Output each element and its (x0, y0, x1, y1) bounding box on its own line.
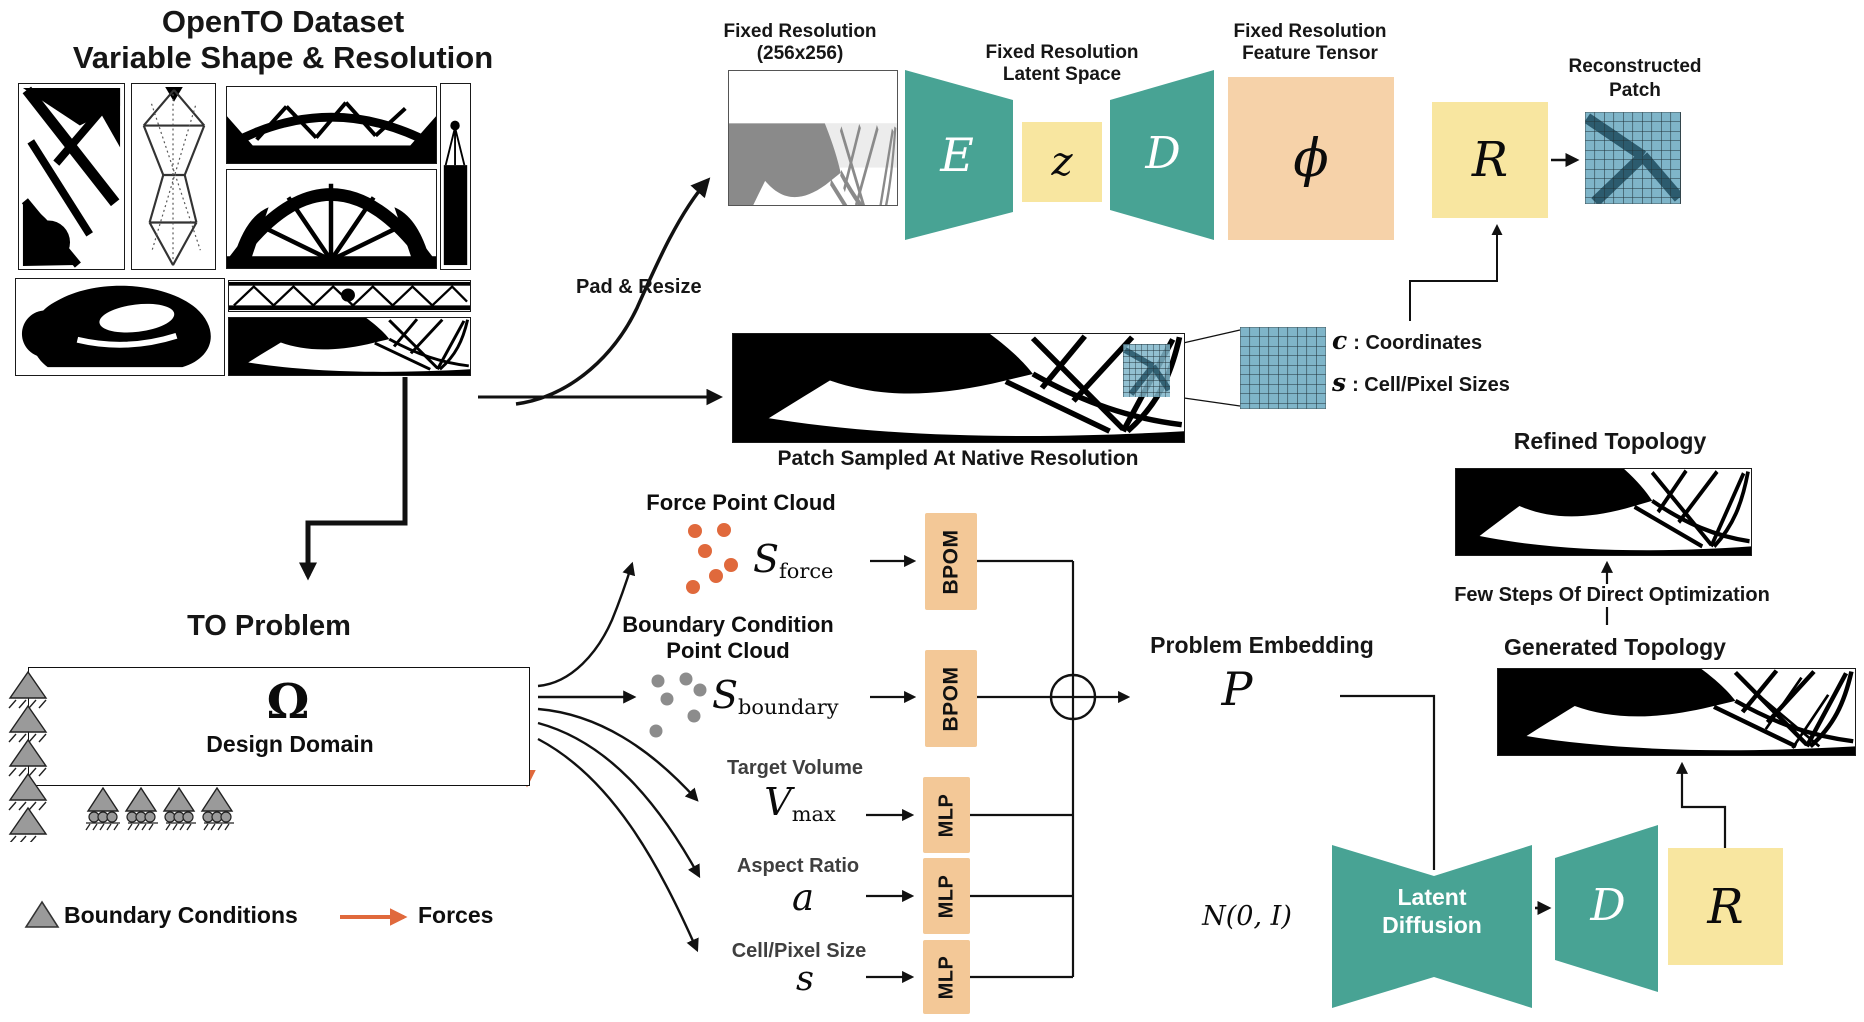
fixed-res-label-line1: Fixed Resolution (723, 21, 877, 42)
cell-sizes-symbol: s (1332, 368, 1347, 397)
boundary-point-cloud-icon (649, 672, 707, 738)
fixed-res-label-line2: (256x256) (756, 43, 844, 64)
arrow-to-cell-size (537, 737, 699, 953)
coordinates-symbol: c (1332, 326, 1348, 355)
to-problem-title: TO Problem (187, 610, 351, 642)
dataset-sample-8 (228, 317, 471, 376)
feature-tensor-block: ϕ (1228, 77, 1394, 240)
mlp-block-cell: MLP (923, 940, 970, 1014)
dataset-sample-7 (228, 280, 471, 312)
encoder-symbol: E (940, 128, 974, 182)
latent-space-label-line2: Latent Space (1002, 64, 1122, 85)
omega-symbol: Ω (266, 674, 310, 730)
patch-zoom-grid (1239, 326, 1327, 410)
pad-resize-label: Pad & Resize (576, 276, 702, 298)
arrow-to-aspect-ratio (537, 721, 701, 879)
legend-bc-triangle-icon (24, 900, 60, 928)
problem-embedding-symbol: P (1221, 662, 1253, 716)
bpom-block-force: BPOM (925, 513, 977, 610)
force-point-cloud-icon (686, 523, 738, 594)
dataset-sample-3 (226, 86, 437, 164)
coordinates-annotation: c : Coordinates (1332, 328, 1482, 355)
decoder-block-top (1110, 70, 1214, 240)
latent-space-label-line1: Fixed Resolution (985, 42, 1139, 63)
cell-size-label: Cell/Pixel Size (731, 940, 867, 962)
cell-sizes-label: : Cell/Pixel Sizes (1352, 374, 1510, 396)
dataset-sample-1 (18, 83, 125, 270)
boundary-cloud-label-line2: Point Cloud (666, 638, 790, 663)
latent-diffusion-label-line1: Latent (1397, 884, 1467, 910)
render-block-bottom: R (1668, 848, 1783, 965)
cell-sizes-annotation: s : Cell/Pixel Sizes (1332, 370, 1510, 397)
legend-bc-label: Boundary Conditions (64, 902, 298, 928)
reconstructed-label-line1: Reconstructed (1568, 56, 1702, 77)
feature-symbol: ϕ (1293, 128, 1329, 189)
boundary-cloud-label-line1: Boundary Condition (622, 612, 834, 637)
noise-symbol: N(0, I) (1202, 901, 1292, 932)
dataset-sample-6 (15, 278, 225, 376)
mlp-block-volume: MLP (923, 777, 970, 853)
coordinates-label: : Coordinates (1353, 332, 1483, 354)
feature-tensor-label-line2: Feature Tensor (1242, 43, 1378, 64)
dataset-subtitle: Variable Shape & Resolution (72, 40, 494, 75)
mlp-block-aspect: MLP (923, 858, 970, 934)
line-p-to-diffusion (1340, 694, 1436, 870)
roller-supports-icon (85, 787, 234, 831)
bpom-block-boundary: BPOM (925, 650, 977, 747)
latent-z-block: z (1022, 122, 1102, 202)
dataset-title: OpenTO Dataset (161, 4, 405, 39)
design-domain-label: Design Domain (206, 731, 374, 757)
s-boundary-symbol: Sboundary (712, 673, 839, 719)
few-steps-label: Few Steps Of Direct Optimization (1449, 584, 1775, 607)
decoder-symbol-bottom: D (1590, 880, 1626, 931)
dataset-sample-5 (440, 83, 471, 270)
target-volume-label: Target Volume (727, 757, 863, 779)
refined-topology-label: Refined Topology (1513, 428, 1707, 454)
arrow-dataset-to-problem (299, 377, 408, 581)
arrow-to-force-cloud (537, 561, 636, 688)
cell-size-symbol: s (796, 959, 814, 999)
v-max-symbol: Vmax (764, 780, 836, 826)
aspect-ratio-label: Aspect Ratio (736, 855, 860, 877)
decoder-block-bottom (1555, 825, 1658, 992)
native-caption: Patch Sampled At Native Resolution (777, 447, 1139, 470)
problem-embedding-label: Problem Embedding (1150, 632, 1374, 658)
left-supports-icon (8, 670, 48, 842)
reconstructed-label-line2: Patch (1609, 80, 1661, 101)
render-symbol-bottom: R (1707, 878, 1744, 935)
dataset-sample-4 (226, 169, 437, 269)
refined-topology-image (1455, 468, 1752, 556)
sum-node-icon (1049, 673, 1097, 721)
sampled-patch-overlay (1123, 344, 1172, 397)
encoder-block (905, 70, 1013, 240)
generated-topology-image (1497, 668, 1856, 756)
aspect-ratio-symbol: a (791, 876, 815, 919)
decoder-symbol-top: D (1145, 128, 1181, 179)
force-cloud-label: Force Point Cloud (646, 490, 836, 515)
arrow-r-to-generated (1675, 761, 1727, 848)
legend-forces-label: Forces (418, 902, 494, 928)
latent-symbol: z (1051, 139, 1073, 185)
latent-diffusion-label-line2: Diffusion (1382, 912, 1482, 938)
render-symbol-top: R (1471, 132, 1509, 188)
native-resolution-image (732, 333, 1185, 443)
design-domain-rect (28, 667, 530, 786)
dataset-sample-2 (131, 83, 216, 270)
arrow-coords-to-r (1409, 224, 1503, 321)
reconstructed-patch-image (1583, 111, 1684, 206)
padded-image (728, 70, 898, 206)
render-block-top: R (1432, 102, 1548, 218)
generated-topology-label: Generated Topology (1504, 634, 1726, 660)
s-force-symbol: Sforce (753, 537, 834, 583)
feature-tensor-label-line1: Fixed Resolution (1233, 21, 1387, 42)
latent-diffusion-block (1332, 845, 1532, 1008)
